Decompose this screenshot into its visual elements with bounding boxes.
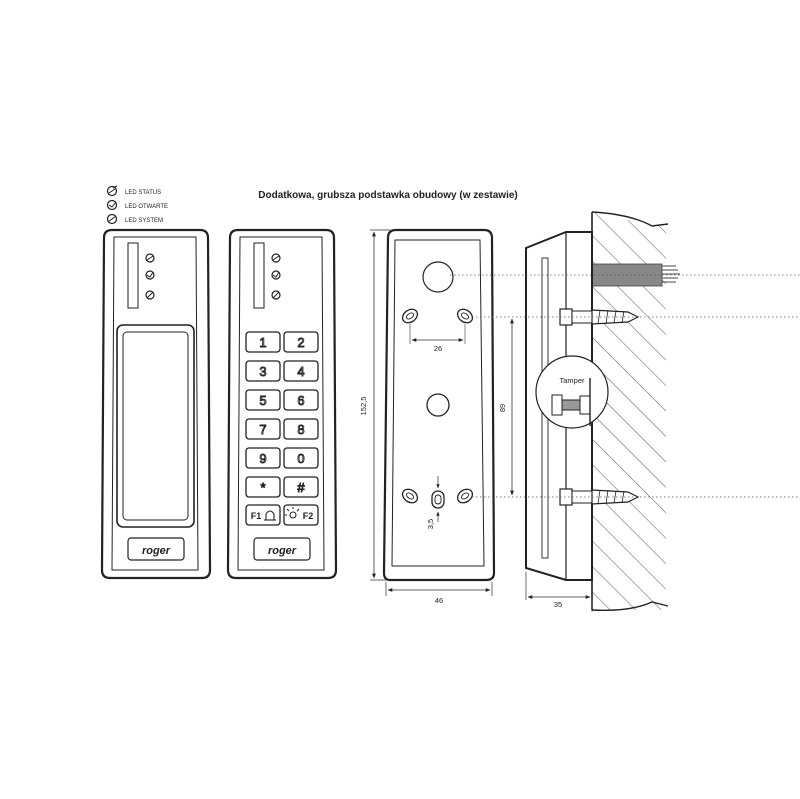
keypad-front-view: 1 2 3 4 5 6 7 8 9 0 * # F1 F2 roger (226, 228, 338, 580)
logo-plate (127, 537, 185, 561)
screw-bottom (559, 488, 640, 506)
led-system-icon (271, 290, 281, 300)
key-label: 9 (259, 451, 266, 466)
key-6: 6 (283, 389, 319, 411)
key-f1: F1 (245, 504, 281, 526)
led-status-icon (106, 185, 118, 197)
brand-logo: roger (142, 545, 171, 557)
back-view: 152,5 46 26 3,5 (359, 228, 496, 605)
dim-height: 152,5 (359, 397, 368, 416)
key-label: 5 (259, 393, 266, 408)
tamper-label: Tamper (559, 376, 585, 385)
led-open-icon (271, 270, 281, 280)
key-star: * (245, 476, 281, 498)
tamper-detail: Tamper (535, 355, 609, 429)
led-system-icon (145, 290, 155, 300)
reader-front-view: roger (100, 228, 212, 580)
dim-hole-spacing: 26 (434, 344, 442, 353)
dim-depth: 35 (554, 600, 562, 609)
legend-label-system: LED SYSTEM (125, 218, 163, 224)
key-3: 3 (245, 360, 281, 382)
logo-plate (253, 537, 311, 561)
led-status-icon (145, 253, 155, 263)
key-9: 9 (245, 447, 281, 469)
cable-hole (422, 261, 454, 293)
mounting-hole-bottom-center (431, 490, 445, 509)
key-label: 2 (297, 335, 304, 350)
key-f2: F2 (283, 504, 319, 526)
key-label: 1 (259, 335, 266, 350)
key-label: # (297, 480, 305, 495)
key-label: 8 (297, 422, 304, 437)
key-label: 3 (259, 364, 266, 379)
side-section-view: Tamper 89 35 (450, 211, 800, 612)
legend-label-status: LED STATUS (125, 190, 161, 196)
light-icon (285, 507, 300, 519)
mounting-hole-bottom-left (401, 488, 419, 504)
tamper-hole (426, 393, 450, 417)
key-1: 1 (245, 331, 281, 353)
led-open-icon (106, 199, 118, 211)
key-2: 2 (283, 331, 319, 353)
led-system-icon (106, 213, 118, 225)
mounting-hole-top-right (456, 308, 474, 324)
mounting-hole-top-left (401, 308, 419, 324)
page-title: Dodatkowa, grubsza podstawka obudowy (w … (258, 190, 517, 201)
reading-area (116, 324, 195, 528)
key-label: 4 (297, 364, 304, 379)
key-f2-label: F2 (303, 511, 314, 521)
key-0: 0 (283, 447, 319, 469)
mounting-hole-bottom-right (456, 488, 474, 504)
brand-logo: roger (268, 545, 297, 557)
keypad: 1 2 3 4 5 6 7 8 9 0 * # (245, 331, 319, 498)
legend-label-open: LED OTWARTE (125, 204, 168, 210)
dim-width: 46 (435, 596, 443, 605)
screw-top (559, 308, 640, 326)
key-label: * (260, 480, 265, 495)
key-8: 8 (283, 418, 319, 440)
key-label: 7 (259, 422, 266, 437)
key-label: 6 (297, 393, 304, 408)
bell-icon (264, 510, 276, 521)
led-legend: LED STATUS LED OTWARTE LED SYSTEM (106, 185, 168, 225)
key-5: 5 (245, 389, 281, 411)
key-f1-label: F1 (251, 511, 262, 521)
key-7: 7 (245, 418, 281, 440)
key-label: 0 (297, 451, 304, 466)
led-status-icon (271, 253, 281, 263)
dim-vertical-spacing: 89 (498, 404, 507, 412)
key-hash: # (283, 476, 319, 498)
key-4: 4 (283, 360, 319, 382)
dim-offset: 3,5 (426, 519, 435, 529)
led-open-icon (145, 270, 155, 280)
